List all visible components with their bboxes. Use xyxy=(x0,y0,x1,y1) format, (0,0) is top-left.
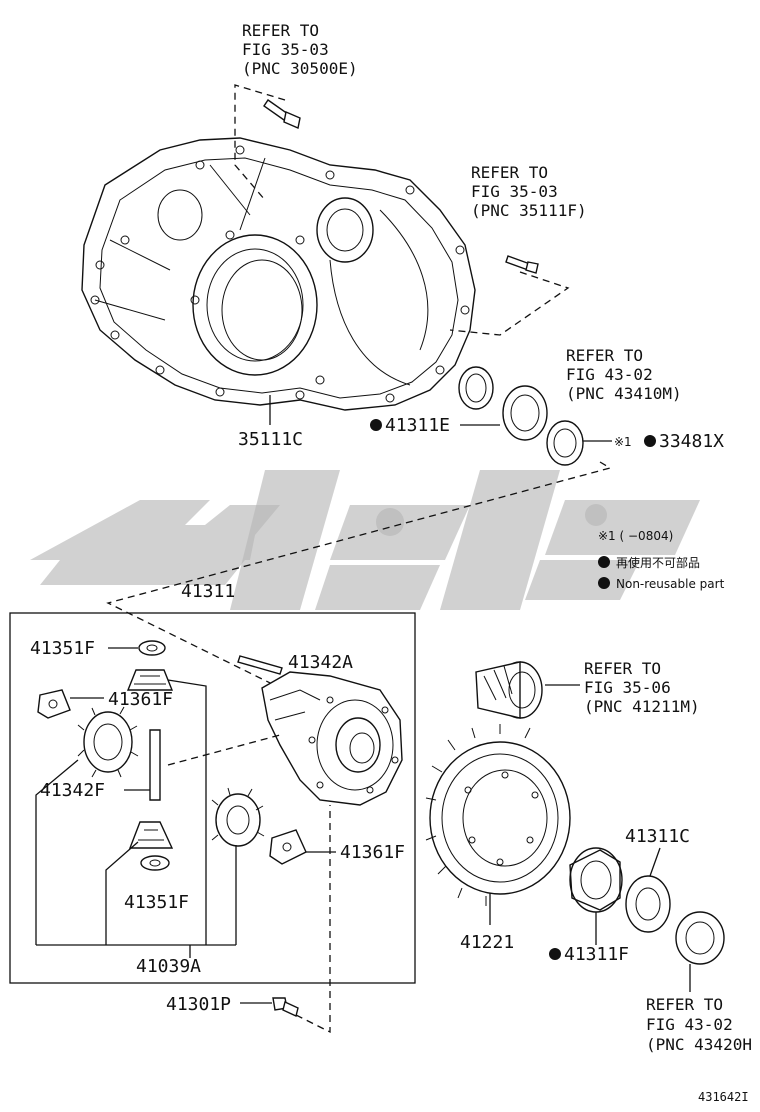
svg-text:(PNC 43420H: (PNC 43420H xyxy=(646,1035,752,1054)
non-reusable-bullet-icon xyxy=(370,419,382,431)
pinion-gear-bottom-drawing xyxy=(128,821,174,849)
washer-41351f-top-drawing xyxy=(138,640,166,656)
dash-41311-main xyxy=(106,461,612,716)
legend: ※1 ( −0804) 再使用不可部品 Non-reusable part xyxy=(598,529,725,591)
svg-text:FIG 43-02: FIG 43-02 xyxy=(646,1015,733,1034)
svg-text:FIG 35-03: FIG 35-03 xyxy=(242,40,329,59)
bolt-35111f-drawing xyxy=(505,255,539,274)
svg-text:(PNC 43410M): (PNC 43410M) xyxy=(566,384,682,403)
drawing-id: 431642I xyxy=(698,1090,749,1104)
drive-pinion-41211m-drawing xyxy=(475,661,543,719)
dash-case-pin xyxy=(167,734,281,766)
bolt-41301p-drawing xyxy=(272,997,299,1017)
non-reusable-bullet-icon xyxy=(598,556,610,568)
svg-text:REFER TO: REFER TO xyxy=(584,659,661,678)
shim-41311c-drawing xyxy=(625,875,671,933)
differential-group-box xyxy=(9,612,416,984)
legend-en-note: Non-reusable part xyxy=(616,577,725,591)
svg-text:REFER TO: REFER TO xyxy=(646,995,723,1014)
part-label-41039a[interactable]: 41039A xyxy=(136,956,201,977)
legend-date-note: ※1 ( −0804) xyxy=(598,529,673,543)
dash-bolt-41301p xyxy=(295,805,331,1034)
part-label-35111c[interactable]: 35111C xyxy=(238,429,303,450)
bearing-41311e-drawing xyxy=(458,366,584,466)
shaft-41342f-drawing xyxy=(149,729,161,801)
svg-text:FIG 43-02: FIG 43-02 xyxy=(566,365,653,384)
side-gear-right-drawing xyxy=(211,787,265,847)
differential-case-drawing xyxy=(261,671,403,806)
svg-text:(PNC 41211M): (PNC 41211M) xyxy=(584,697,700,716)
watermark-logo xyxy=(30,470,700,610)
bolt-30500e-drawing xyxy=(263,99,301,129)
svg-text:FIG 35-03: FIG 35-03 xyxy=(471,182,558,201)
part-label-41351f-top[interactable]: 41351F xyxy=(30,638,95,659)
part-label-41311f[interactable]: 41311F xyxy=(564,944,629,965)
ref-fig-35-06: REFER TO FIG 35-06 (PNC 41211M) xyxy=(584,659,700,716)
ref-fig-43-02-a: REFER TO FIG 43-02 (PNC 43410M) xyxy=(566,346,682,403)
ring-gear-41221-drawing xyxy=(425,724,571,906)
bracket-41039a xyxy=(35,679,237,958)
ref-fig-35-03-b: REFER TO FIG 35-03 (PNC 35111F) xyxy=(471,163,587,220)
svg-text:(PNC 35111F): (PNC 35111F) xyxy=(471,201,587,220)
part-label-41311[interactable]: 41311 xyxy=(181,581,235,602)
svg-text:FIG 35-06: FIG 35-06 xyxy=(584,678,671,697)
transaxle-housing-drawing xyxy=(81,137,476,411)
non-reusable-bullet-icon xyxy=(644,435,656,447)
dash-bolt-top xyxy=(234,84,286,201)
part-label-33481x[interactable]: 33481X xyxy=(659,431,724,452)
seal-43420h-drawing xyxy=(675,911,725,965)
part-label-41351f-bottom[interactable]: 41351F xyxy=(124,892,189,913)
washer-41351f-bottom-drawing xyxy=(140,855,170,871)
leader-41311c xyxy=(649,847,661,877)
part-label-41361f-left[interactable]: 41361F xyxy=(108,689,173,710)
gear-41361f-left-drawing xyxy=(126,669,174,691)
part-label-41342f[interactable]: 41342F xyxy=(40,780,105,801)
legend-jp-note: 再使用不可部品 xyxy=(616,555,700,570)
svg-text:(PNC 30500E): (PNC 30500E) xyxy=(242,59,358,78)
part-label-41301p[interactable]: 41301P xyxy=(166,994,231,1015)
side-gear-left-drawing xyxy=(77,706,139,778)
bearing-41311f-drawing xyxy=(569,847,623,913)
svg-text:REFER TO: REFER TO xyxy=(242,21,319,40)
part-label-41361f-right[interactable]: 41361F xyxy=(340,842,405,863)
non-reusable-bullet-icon xyxy=(598,577,610,589)
dash-bolt-right xyxy=(449,271,570,336)
non-reusable-bullet-icon xyxy=(549,948,561,960)
ref-fig-35-03-a: REFER TO FIG 35-03 (PNC 30500E) xyxy=(242,21,358,78)
ref-fig-43-02-b: REFER TO FIG 43-02 (PNC 43420H xyxy=(646,995,752,1054)
pin-41342a-drawing xyxy=(237,655,283,675)
washer-41361f-left-drawing xyxy=(37,689,71,719)
part-label-41311c[interactable]: 41311C xyxy=(625,826,690,847)
part-label-41221[interactable]: 41221 xyxy=(460,932,514,953)
part-label-41342a[interactable]: 41342A xyxy=(288,652,353,673)
note-mark: ※1 xyxy=(614,435,632,449)
svg-text:REFER TO: REFER TO xyxy=(471,163,548,182)
svg-text:REFER TO: REFER TO xyxy=(566,346,643,365)
part-label-41311e[interactable]: 41311E xyxy=(385,415,450,436)
washer-41361f-right-drawing xyxy=(269,829,307,865)
